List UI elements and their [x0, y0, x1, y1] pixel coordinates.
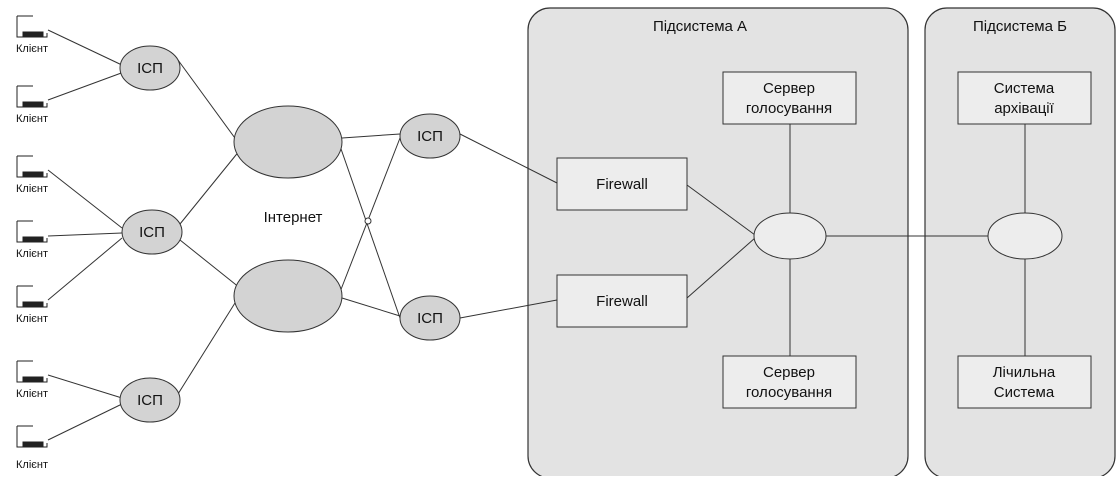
- counting-label-line1: Лічильна: [993, 364, 1056, 381]
- computer-icon: [16, 155, 48, 178]
- voting-server-label-line2: голосування: [746, 384, 832, 401]
- firewall-label: Firewall: [596, 293, 648, 310]
- client-label: Клієнт: [16, 388, 48, 400]
- voting-server-box-bottom: Сервер голосування: [722, 355, 857, 409]
- client-terminal-3: Клієнт: [16, 155, 48, 195]
- subsystem-a-title: Підсистема А: [653, 18, 747, 35]
- client-label: Клієнт: [16, 248, 48, 260]
- subsystem-b-title: Підсистема Б: [973, 18, 1067, 35]
- client-label: Клієнт: [16, 113, 48, 125]
- computer-icon: [16, 360, 48, 383]
- connections: [47, 29, 1026, 441]
- firewall-box-top: Firewall: [556, 157, 688, 211]
- archive-label-line1: Система: [994, 80, 1055, 97]
- computer-icon: [16, 285, 48, 308]
- isp-label: ІСП: [137, 60, 163, 77]
- voting-server-label-line2: голосування: [746, 100, 832, 117]
- counting-system-box: Лічильна Система: [957, 355, 1092, 409]
- voting-server-label-line1: Сервер: [763, 364, 815, 381]
- firewall-label: Firewall: [596, 176, 648, 193]
- computer-icon: [16, 15, 48, 38]
- client-label: Клієнт: [16, 459, 48, 471]
- client-label: Клієнт: [16, 313, 48, 325]
- computer-icon: [16, 85, 48, 108]
- isp-node-5: ІСП: [399, 295, 461, 341]
- client-terminal-6: Клієнт: [16, 360, 48, 400]
- isp-label: ІСП: [417, 128, 443, 145]
- computer-icon: [16, 220, 48, 243]
- client-label: Клієнт: [16, 183, 48, 195]
- isp-node-3: ІСП: [119, 377, 181, 423]
- internet-label: Інтернет: [264, 209, 323, 226]
- client-terminal-4: Клієнт: [16, 220, 48, 260]
- archive-label-line2: архівації: [994, 100, 1054, 117]
- internet-node-top: [233, 105, 343, 179]
- subsystem-a-hub: [753, 212, 827, 260]
- client-terminal-5: Клієнт: [16, 285, 48, 325]
- voting-server-box-top: Сервер голосування: [722, 71, 857, 125]
- firewall-box-bottom: Firewall: [556, 274, 688, 328]
- internet-node-bottom: [233, 259, 343, 333]
- counting-label-line2: Система: [994, 384, 1055, 401]
- computer-icon: [16, 425, 48, 448]
- subsystem-b-hub: [987, 212, 1063, 260]
- client-terminal-1: Клієнт: [16, 15, 48, 55]
- isp-label: ІСП: [417, 310, 443, 327]
- client-label: Клієнт: [16, 43, 48, 55]
- isp-label: ІСП: [137, 392, 163, 409]
- isp-node-4: ІСП: [399, 113, 461, 159]
- client-terminal-7: Клієнт: [16, 425, 48, 471]
- voting-server-label-line1: Сервер: [763, 80, 815, 97]
- isp-node-1: ІСП: [119, 45, 181, 91]
- line-crossing-marker: [364, 217, 372, 225]
- client-terminal-2: Клієнт: [16, 85, 48, 125]
- isp-node-2: ІСП: [121, 209, 183, 255]
- archive-system-box: Система архівації: [957, 71, 1092, 125]
- isp-label: ІСП: [139, 224, 165, 241]
